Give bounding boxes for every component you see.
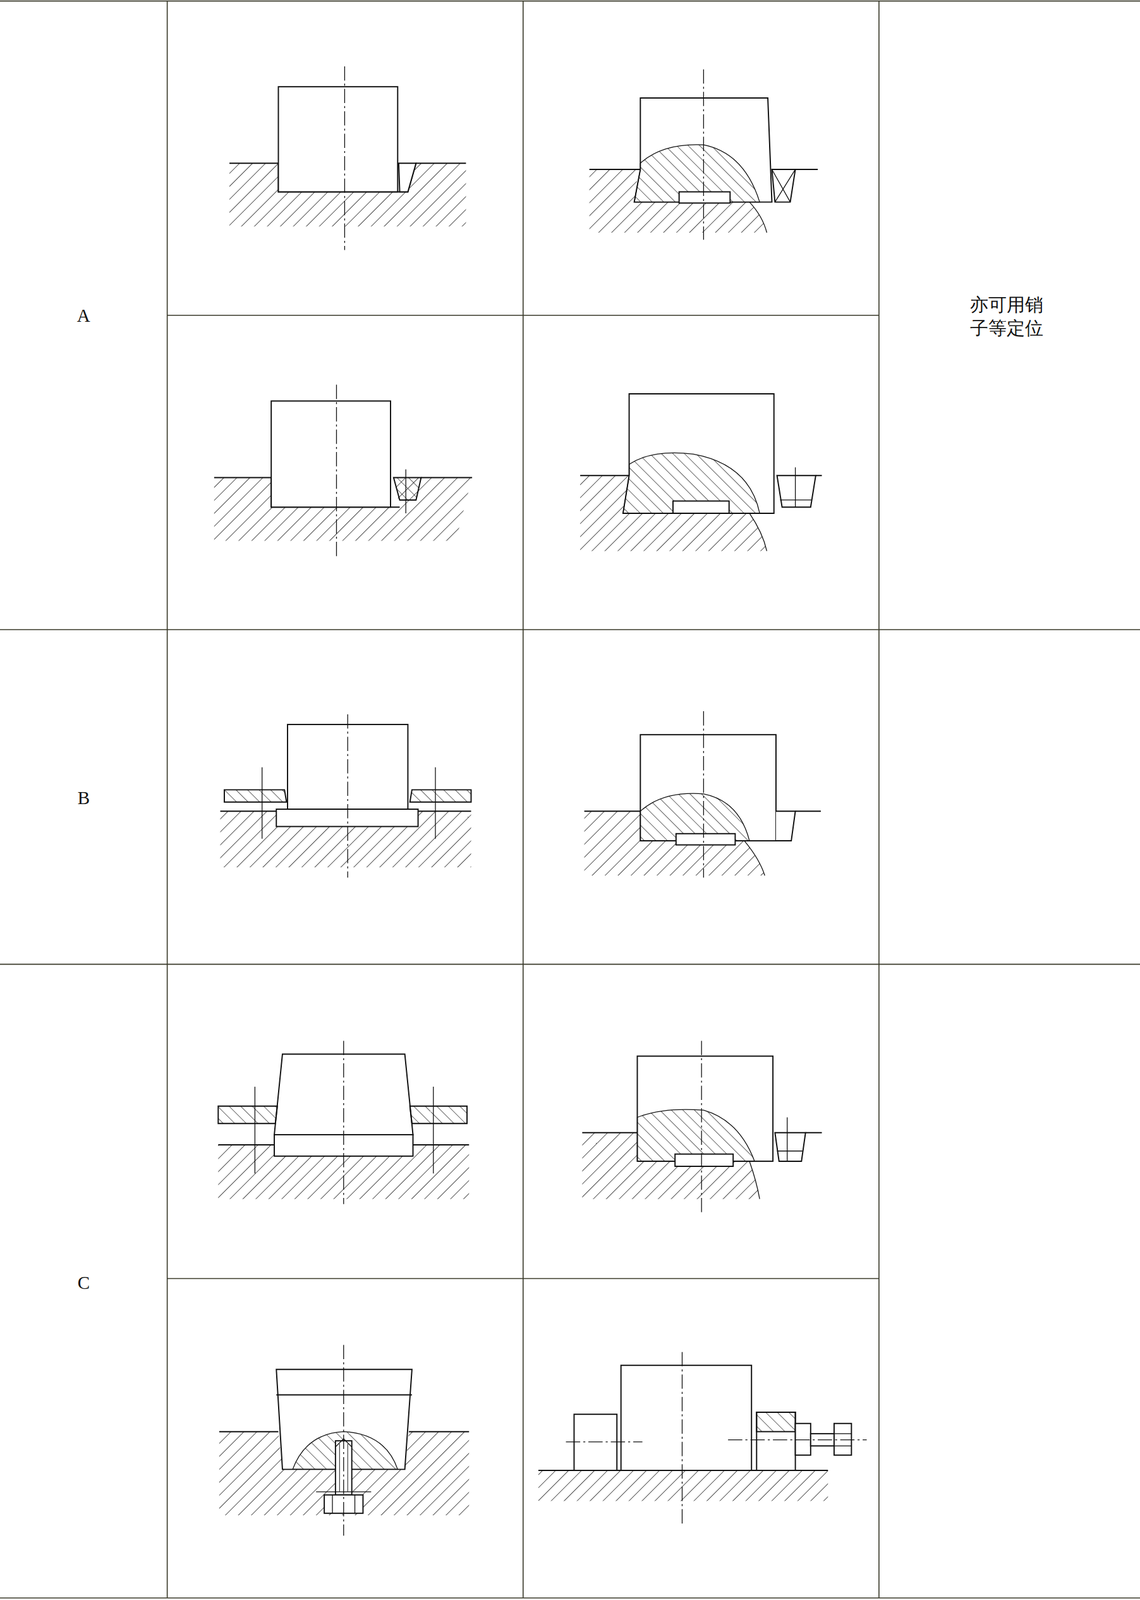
tapered-clamp-figure (218, 1040, 469, 1204)
screw-stop-figure (538, 1351, 868, 1525)
note-text: 亦可用销子等定位 (970, 293, 1050, 340)
wedge-key-figure (589, 69, 818, 241)
bolted-taper-figure (219, 1344, 469, 1535)
row-label: C (77, 1270, 90, 1294)
wedge-key-figure (580, 393, 822, 552)
wedge-fixing-figure (214, 384, 473, 560)
key-figure (584, 710, 821, 878)
key-figure (582, 1040, 822, 1214)
clamp-plate-figure (220, 714, 472, 878)
wedge-fixing-figure (229, 66, 466, 251)
row-label: B (77, 786, 90, 809)
row-label: A (77, 303, 91, 327)
